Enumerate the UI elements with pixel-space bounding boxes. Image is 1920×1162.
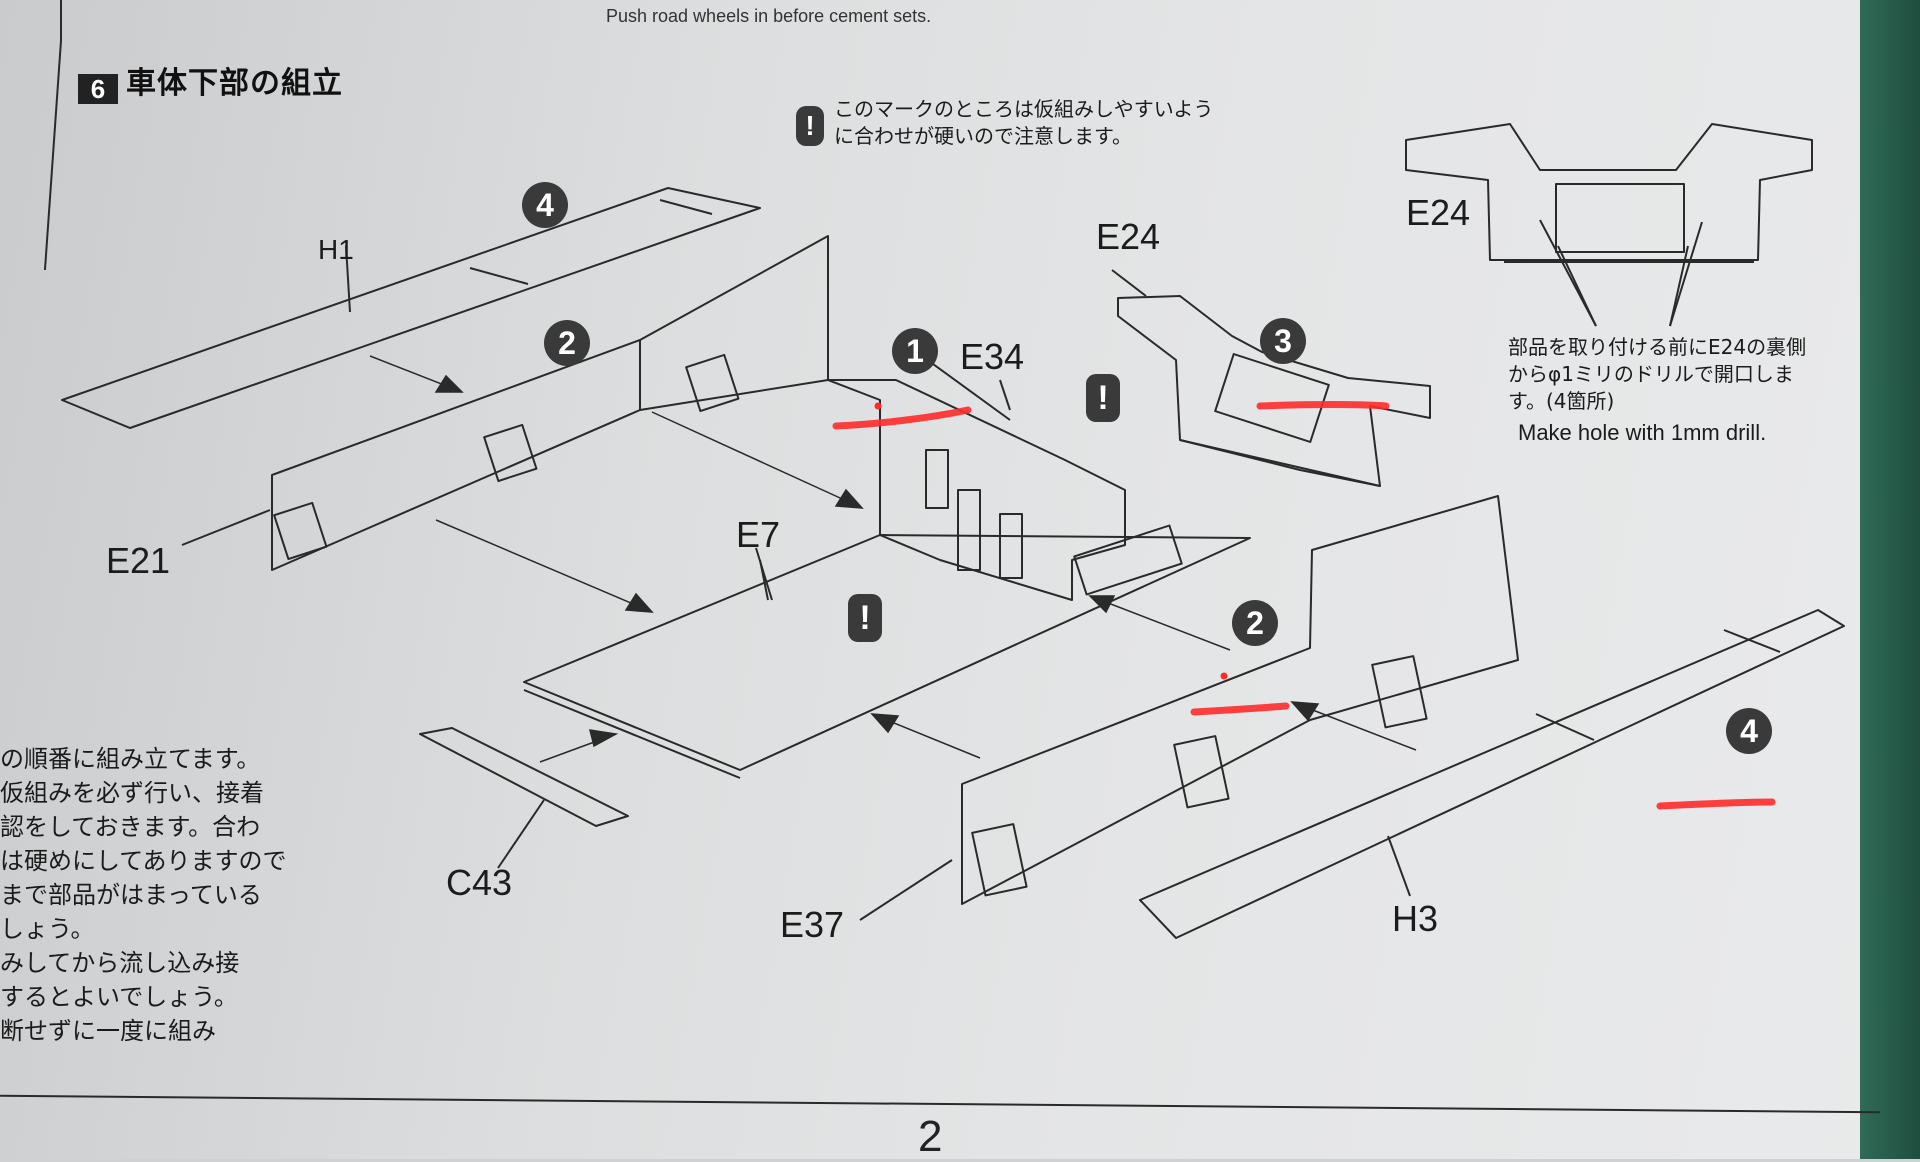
red-dot-e34 [874, 402, 882, 410]
side-note-line: の順番に組み立てます。 [0, 745, 261, 773]
order-badge-2-right: 2 [1232, 600, 1278, 646]
side-note-line: 断せずに一度に組み [0, 1017, 216, 1045]
order-badge-3: 3 [1260, 318, 1306, 364]
side-note: の順番に組み立てます。 仮組みを必ず行い、接着 認をしておきます。合わ は硬めに… [0, 742, 320, 1048]
warn-mark-top: ! [796, 106, 824, 146]
red-mark-e37 [1190, 702, 1290, 716]
caution-note-text: このマークのところは仮組みしやすいように合わせが硬いので注意します。 [834, 97, 1214, 148]
red-dot-e37 [1220, 672, 1228, 680]
part-e24 [1117, 295, 1431, 487]
warn-mark-e24: ! [1086, 374, 1120, 422]
label-e24-main: E24 [1096, 216, 1161, 257]
part-e34 [827, 379, 1126, 601]
label-e24-inset: E24 [1406, 192, 1471, 233]
label-e37: E37 [780, 904, 845, 945]
side-note-line: 認をしておきます。合わ [0, 813, 261, 841]
order-badge-4-left: 4 [522, 182, 568, 228]
side-note-line: 仮組みを必ず行い、接着 [0, 779, 264, 807]
side-note-line: しょう。 [0, 915, 95, 943]
label-c43: C43 [446, 862, 513, 903]
part-e37 [961, 495, 1519, 905]
red-mark-e24 [1256, 401, 1390, 410]
order-badge-2-left: 2 [544, 320, 590, 366]
part-c43 [419, 727, 629, 827]
step-title: 車体下部の組立 [126, 66, 343, 101]
cutting-mat-edge [1860, 0, 1920, 1159]
label-e34: E34 [960, 336, 1025, 377]
part-h1 [61, 187, 761, 429]
step-number: 6 [78, 73, 118, 104]
red-mark-e34 [832, 406, 972, 430]
part-e7 [523, 534, 1251, 771]
part-e24-inset [1405, 123, 1813, 261]
label-e7: E7 [736, 514, 781, 555]
order-badge-1: 1 [892, 328, 938, 374]
top-frame-line [60, 0, 62, 40]
part-h3 [1139, 609, 1845, 939]
top-note: Push road wheels in before cement sets. [606, 6, 932, 26]
side-note-line: みしてから流し込み接 [0, 949, 240, 977]
order-badge-4-right: 4 [1726, 708, 1772, 754]
step-heading: 6 車体下部の組立 [78, 58, 343, 104]
side-note-line: まで部品がはまっている [0, 881, 262, 909]
label-h1: H1 [318, 234, 354, 265]
side-note-line: するとよいでしょう。 [0, 983, 238, 1011]
drill-note-jp: 部品を取り付ける前にE24の裏側からφ1ミリのドリルで開口します。(4箇所) [1508, 335, 1807, 413]
drill-note-en: Make hole with 1mm drill. [1518, 420, 1767, 445]
warn-mark-e7: ! [848, 594, 882, 642]
side-note-line: は硬めにしてありますので [0, 847, 287, 875]
red-mark-h3 [1656, 798, 1776, 810]
label-h3: H3 [1392, 898, 1439, 939]
label-e21: E21 [106, 540, 171, 581]
page-number: 2 [918, 1112, 943, 1161]
